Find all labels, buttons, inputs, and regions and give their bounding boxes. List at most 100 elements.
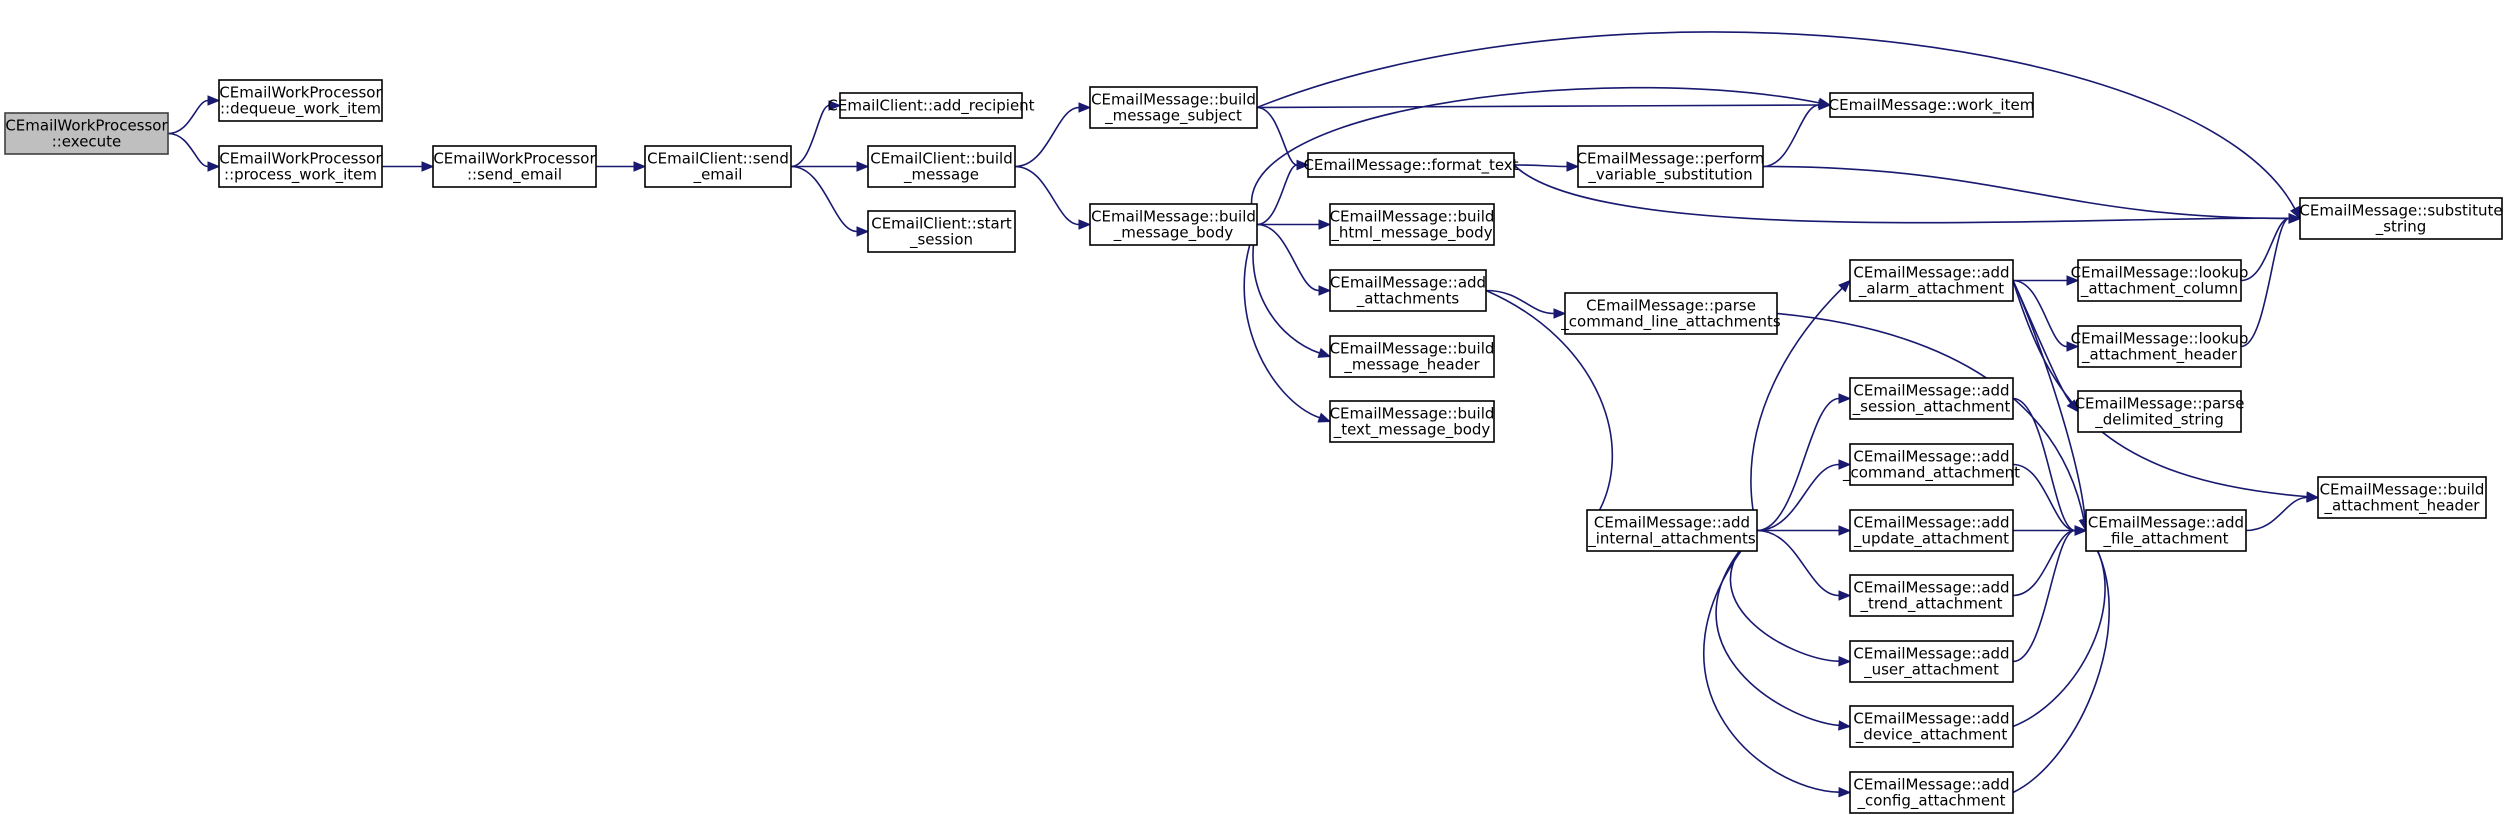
arrowhead-internal-to-update	[1838, 525, 1852, 536]
node-internal[interactable]: CEmailMessage::add_internal_attachments	[1586, 509, 1758, 552]
node-lookuphdr[interactable]: CEmailMessage::lookup_attachment_header	[2071, 325, 2249, 368]
node-textbody[interactable]: CEmailMessage::build_text_message_body	[1329, 400, 1495, 443]
node-label-line: ::dequeue_work_item	[220, 100, 381, 119]
node-label-line: _variable_substitution	[1587, 166, 1752, 185]
edge-subject-to-formattext	[1256, 106, 1298, 166]
edge-lookuphdr-to-substitute	[2240, 217, 2290, 348]
node-label-line: CEmailMessage::add	[1853, 645, 2009, 663]
edge-config-to-addfile	[2012, 539, 2110, 794]
edge-subject-to-workitem	[1256, 104, 1820, 109]
edge-internal-to-command	[1756, 463, 1840, 532]
arrowhead-internal-to-config	[1838, 786, 1852, 798]
arrowhead-execute-to-dequeue	[207, 95, 221, 106]
node-user[interactable]: CEmailMessage::add_user_attachment	[1849, 640, 2014, 683]
node-label-line: _device_attachment	[1855, 726, 2008, 745]
node-box	[1329, 269, 1487, 312]
node-device[interactable]: CEmailMessage::add_device_attachment	[1849, 705, 2014, 748]
node-label-line: CEmailMessage::lookup	[2071, 330, 2249, 348]
node-addfile[interactable]: CEmailMessage::add_file_attachment	[2085, 509, 2247, 552]
node-label-line: CEmailWorkProcessor	[5, 117, 168, 135]
node-box	[1564, 292, 1778, 335]
node-command[interactable]: CEmailMessage::add_command_attachment	[1842, 443, 2020, 486]
edge-addattach-to-parsecmd	[1485, 289, 1555, 315]
node-parsedelim[interactable]: CEmailMessage::parse_delimited_string	[2075, 390, 2245, 433]
arrowhead-alarm-to-parsedelim	[2066, 399, 2079, 413]
node-buildhdr[interactable]: CEmailMessage::build_attachment_header	[2317, 476, 2487, 519]
arrowhead-clientsend-to-startsess	[856, 226, 870, 237]
node-formattext[interactable]: CEmailMessage::format_text	[1303, 152, 1519, 178]
node-buildmsg[interactable]: CEmailClient::build_message	[867, 145, 1016, 188]
node-htmlbody[interactable]: CEmailMessage::build_html_message_body	[1329, 203, 1495, 246]
node-clientsend[interactable]: CEmailClient::send_email	[644, 145, 792, 188]
node-box	[1849, 443, 2014, 486]
node-label-line: CEmailMessage::substitute	[2299, 202, 2502, 220]
edge-user-to-addfile	[2012, 529, 2076, 663]
node-addrecip[interactable]: CEmailClient::add_recipient	[827, 92, 1035, 119]
node-trend[interactable]: CEmailMessage::add_trend_attachment	[1849, 574, 2014, 617]
node-parsecmd[interactable]: CEmailMessage::parse_command_line_attach…	[1560, 292, 1781, 335]
arrowhead-addattach-to-parsecmd	[1553, 308, 1567, 319]
edge-internal-to-session	[1756, 397, 1840, 532]
edge-buildmsg-to-subject	[1014, 106, 1080, 168]
node-label-line: CEmailMessage::add	[1853, 579, 2009, 597]
node-label-line: CEmailClient::start	[871, 215, 1012, 233]
node-box	[1849, 509, 2014, 552]
edge-execute-to-process	[167, 132, 209, 168]
arrowhead-buildmsg-to-subject	[1078, 102, 1092, 113]
node-box	[2317, 476, 2487, 519]
node-substitute[interactable]: CEmailMessage::substitute_string	[2299, 197, 2503, 240]
node-label-line: CEmailMessage::add	[1594, 514, 1750, 532]
node-label-line: _attachment_column	[2080, 280, 2238, 299]
arrowhead-internal-to-command	[1838, 459, 1852, 470]
node-label-line: _session_attachment	[1852, 398, 2011, 417]
edge-addattach-to-internal	[1485, 289, 1614, 522]
node-perform[interactable]: CEmailMessage::perform_variable_substitu…	[1577, 145, 1765, 188]
node-label-line: CEmailMessage::build	[1330, 340, 1495, 358]
arrowhead-clientsend-to-addrecip	[828, 100, 842, 111]
edge-lookupcol-to-substitute	[2240, 217, 2290, 282]
node-label-line: _internal_attachments	[1587, 530, 1756, 549]
node-box	[1849, 705, 2014, 748]
edge-body-to-addattach	[1256, 223, 1320, 292]
node-label-line: CEmailMessage::perform	[1577, 150, 1765, 168]
node-label-line: CEmailMessage::build	[1091, 208, 1256, 226]
node-label-line: ::execute	[52, 133, 122, 151]
node-label-line: _attachments	[1356, 290, 1460, 309]
node-process[interactable]: CEmailWorkProcessor::process_work_item	[218, 145, 383, 188]
node-addattach[interactable]: CEmailMessage::add_attachments	[1329, 269, 1487, 312]
node-dequeue[interactable]: CEmailWorkProcessor::dequeue_work_item	[218, 79, 383, 122]
node-body[interactable]: CEmailMessage::build_message_body	[1089, 203, 1258, 246]
node-label-line: CEmailMessage::add	[1330, 274, 1486, 292]
node-alarm[interactable]: CEmailMessage::add_alarm_attachment	[1849, 259, 2014, 302]
node-startsess[interactable]: CEmailClient::start_session	[867, 210, 1016, 253]
node-box	[2077, 259, 2242, 302]
edge-internal-to-config	[1703, 529, 1840, 793]
node-label-line: CEmailWorkProcessor	[219, 84, 382, 102]
node-label-line: CEmailMessage::work_item	[1829, 96, 2035, 115]
node-label-line: CEmailMessage::build	[1330, 208, 1495, 226]
node-label-line: CEmailMessage::add	[1853, 382, 2009, 400]
edge-session-to-addfile	[2012, 397, 2076, 532]
node-label-line: CEmailClient::add_recipient	[827, 97, 1034, 116]
arrowhead-internal-to-trend	[1838, 590, 1852, 601]
node-update[interactable]: CEmailMessage::add_update_attachment	[1849, 509, 2014, 552]
node-execute[interactable]: CEmailWorkProcessor::execute	[4, 112, 169, 155]
node-label-line: _attachment_header	[2324, 497, 2481, 516]
node-box	[2077, 390, 2242, 433]
node-session[interactable]: CEmailMessage::add_session_attachment	[1849, 377, 2014, 420]
node-config[interactable]: CEmailMessage::add_config_attachment	[1849, 771, 2014, 814]
arrowhead-process-to-sendemail	[421, 161, 435, 172]
node-label-line: CEmailMessage::add	[1853, 514, 2009, 532]
node-label-line: _update_attachment	[1853, 530, 2009, 549]
node-lookupcol[interactable]: CEmailMessage::lookup_attachment_column	[2071, 259, 2249, 302]
node-subject[interactable]: CEmailMessage::build_message_subject	[1089, 86, 1258, 129]
node-sendemail[interactable]: CEmailWorkProcessor::send_email	[432, 145, 597, 188]
node-box	[1829, 92, 2034, 118]
node-label-line: _file_attachment	[2103, 530, 2229, 549]
node-box	[218, 79, 383, 122]
node-msgheader[interactable]: CEmailMessage::build_message_header	[1329, 335, 1495, 378]
node-workitem[interactable]: CEmailMessage::work_item	[1829, 92, 2035, 118]
edge-command-to-addfile	[2012, 463, 2076, 532]
arrowhead-internal-to-alarm	[1838, 279, 1851, 293]
edge-alarm-to-buildhdr	[2012, 280, 2308, 498]
